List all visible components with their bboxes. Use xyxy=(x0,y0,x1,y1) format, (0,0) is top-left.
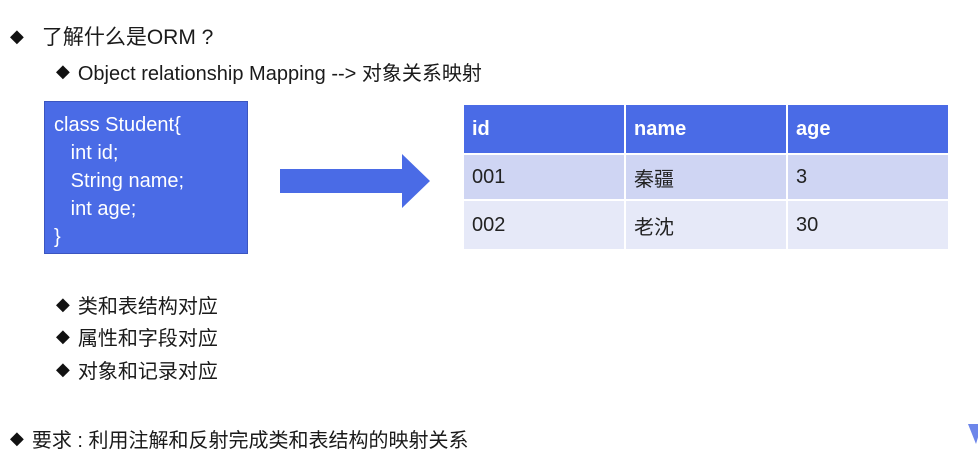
code-line: } xyxy=(54,226,61,248)
mapping-table: id name age 001 秦疆 3 002 老沈 30 xyxy=(462,103,950,251)
diamond-bullet-icon: ◆ xyxy=(56,326,70,346)
diamond-bullet-icon: ◆ xyxy=(56,294,70,314)
diamond-bullet-icon: ◆ xyxy=(56,61,70,81)
code-line: int id; xyxy=(54,142,119,164)
table-header-row: id name age xyxy=(464,105,948,153)
mapping-text: 属性和字段对应 xyxy=(77,328,218,350)
mapping-item: ◆ 类和表结构对应 xyxy=(56,290,218,319)
cell-age: 30 xyxy=(788,201,948,249)
subheading-text: Object relationship Mapping --> 对象关系映射 xyxy=(77,63,482,85)
cell-name: 秦疆 xyxy=(626,155,786,199)
diamond-bullet-icon: ◆ xyxy=(10,428,24,448)
diamond-bullet-icon: ◆ xyxy=(10,25,24,46)
column-header-age: age xyxy=(788,105,948,153)
code-line: int age; xyxy=(54,198,137,220)
class-code-block: class Student{ int id; String name; int … xyxy=(44,101,248,254)
heading: ◆ 了解什么是ORM ? xyxy=(10,21,213,51)
requirement: ◆ 要求 : 利用注解和反射完成类和表结构的映射关系 xyxy=(10,424,469,453)
requirement-text: 要求 : 利用注解和反射完成类和表结构的映射关系 xyxy=(31,430,469,452)
mapping-text: 对象和记录对应 xyxy=(77,361,218,383)
table-row: 001 秦疆 3 xyxy=(464,155,948,199)
cell-id: 001 xyxy=(464,155,624,199)
table-row: 002 老沈 30 xyxy=(464,201,948,249)
corner-triangle-icon xyxy=(968,424,978,444)
mapping-text: 类和表结构对应 xyxy=(77,296,218,318)
mapping-item: ◆ 对象和记录对应 xyxy=(56,355,218,384)
column-header-id: id xyxy=(464,105,624,153)
code-line: class Student{ xyxy=(54,114,181,136)
heading-text: 了解什么是ORM ? xyxy=(41,26,214,49)
mapping-item: ◆ 属性和字段对应 xyxy=(56,322,218,351)
diamond-bullet-icon: ◆ xyxy=(56,359,70,379)
code-line: String name; xyxy=(54,170,185,192)
cell-age: 3 xyxy=(788,155,948,199)
column-header-name: name xyxy=(626,105,786,153)
right-arrow-icon xyxy=(280,154,430,208)
cell-id: 002 xyxy=(464,201,624,249)
subheading: ◆ Object relationship Mapping --> 对象关系映射 xyxy=(56,57,482,86)
cell-name: 老沈 xyxy=(626,201,786,249)
